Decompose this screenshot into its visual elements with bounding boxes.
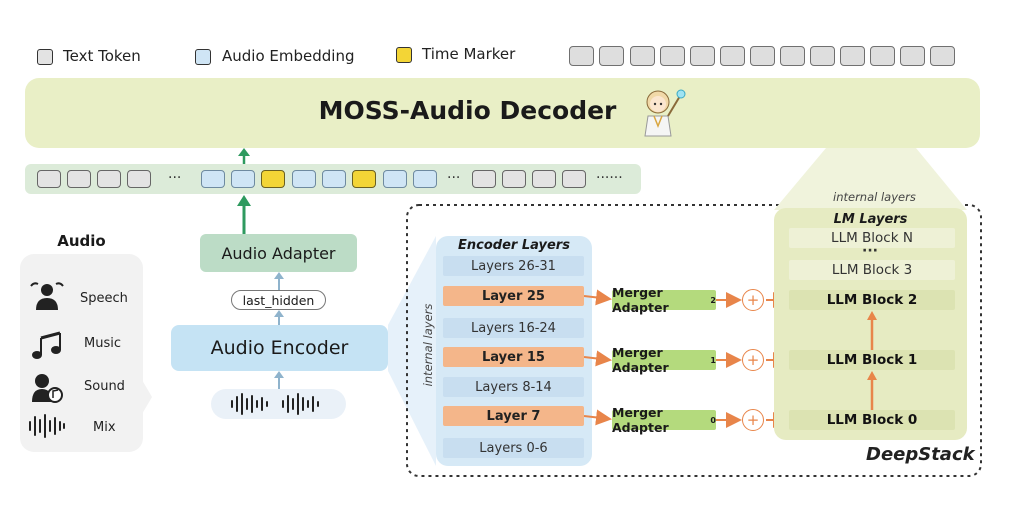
output-token — [870, 46, 895, 66]
legend-text-token-label: Text Token — [63, 47, 141, 65]
merger-adapter-label: Merger Adapter — [612, 405, 669, 435]
output-token — [900, 46, 925, 66]
encoder-layers-0-6: Layers 0-6 — [443, 438, 584, 458]
encoder-layers-26-31: Layers 26-31 — [443, 256, 584, 276]
token-ellipsis: ······ — [596, 170, 623, 186]
text-token — [67, 170, 91, 188]
output-token — [660, 46, 685, 66]
output-token — [810, 46, 835, 66]
legend-audio-embedding-swatch — [195, 49, 211, 65]
llm-block-n: LLM Block N — [789, 228, 955, 248]
deepstack-container — [406, 204, 982, 477]
legend-time-marker-label: Time Marker — [422, 45, 516, 63]
encoder-layer-15: Layer 15 — [443, 347, 584, 367]
encoder-internal-layers-label: internal layers — [421, 303, 435, 387]
text-token — [472, 170, 496, 188]
add-node-2: + — [742, 289, 764, 311]
add-node-0: + — [742, 409, 764, 431]
output-token — [780, 46, 805, 66]
output-token — [840, 46, 865, 66]
arrow-adapter-to-tokens — [237, 195, 251, 234]
output-token — [750, 46, 775, 66]
token-ellipsis: ··· — [168, 170, 182, 186]
decoder-expansion-wedge — [774, 148, 967, 210]
text-token — [562, 170, 586, 188]
llm-up-arrows — [867, 311, 877, 410]
output-token — [599, 46, 624, 66]
arrow-lasthidden-to-adapter — [274, 272, 284, 290]
legend-audio-embedding-label: Audio Embedding — [222, 47, 355, 65]
arrow-to-decoder — [238, 148, 250, 165]
sound-icon — [32, 374, 63, 403]
encoder-layers-title: Encoder Layers — [458, 238, 570, 253]
decoder-block: MOSS-Audio Decoder — [25, 78, 980, 148]
arrow-wave-to-encoder — [274, 371, 284, 389]
arrow-encoder-to-lasthidden — [274, 310, 284, 326]
music-icon — [32, 331, 61, 359]
merger-adapter-label: Merger Adapter — [612, 285, 669, 315]
output-token — [720, 46, 745, 66]
text-token — [127, 170, 151, 188]
text-token — [532, 170, 556, 188]
text-token — [97, 170, 121, 188]
encoder-expansion-wedge — [388, 236, 436, 466]
legend-text-token-swatch — [37, 49, 53, 65]
audio-embedding-token — [201, 170, 225, 188]
audio-embedding-token — [231, 170, 255, 188]
encoder-layer-7: Layer 7 — [443, 406, 584, 426]
llm-block-3: LLM Block 3 — [789, 260, 955, 280]
encoder-layers-16-24: Layers 16-24 — [443, 318, 584, 338]
audio-embedding-token — [292, 170, 316, 188]
waveform-input — [211, 389, 346, 419]
time-marker-token — [261, 170, 285, 188]
audio-panel-pointer — [142, 380, 152, 414]
llm-ellipsis: ··· — [862, 243, 878, 259]
merger-adapter-index: 0 — [710, 415, 716, 425]
text-token — [502, 170, 526, 188]
merger-adapter-2: Merger Adapter 2 — [612, 285, 716, 315]
encoder-layers-8-14: Layers 8-14 — [443, 377, 584, 397]
merger-adapter-label: Merger Adapter — [612, 345, 669, 375]
output-token — [690, 46, 715, 66]
llm-layers-title: LM Layers — [833, 212, 908, 227]
audio-embedding-token — [322, 170, 346, 188]
audio-item-sound: Sound — [84, 379, 125, 394]
legend-time-marker-swatch — [396, 47, 412, 63]
audio-encoder-block: Audio Encoder — [171, 325, 388, 371]
deepstack-label: DeepStack — [866, 444, 975, 465]
output-token — [930, 46, 955, 66]
audio-adapter-block: Audio Adapter — [200, 234, 357, 272]
mix-icon — [29, 414, 65, 438]
audio-item-mix: Mix — [93, 420, 116, 435]
output-token — [569, 46, 594, 66]
merger-adapter-index: 1 — [710, 355, 716, 365]
audio-embedding-token — [413, 170, 437, 188]
waveform-icon — [231, 393, 319, 415]
time-marker-token — [352, 170, 376, 188]
audio-panel-title: Audio — [57, 232, 106, 250]
llm-block-0: LLM Block 0 — [789, 410, 955, 430]
audio-item-speech: Speech — [80, 291, 128, 306]
decoder-title: MOSS-Audio Decoder — [318, 96, 617, 125]
add-node-1: + — [742, 349, 764, 371]
audio-embedding-token — [383, 170, 407, 188]
merger-adapter-1: Merger Adapter 1 — [612, 345, 716, 375]
token-ellipsis: ··· — [447, 170, 461, 186]
llm-block-1: LLM Block 1 — [789, 350, 955, 370]
audio-item-music: Music — [84, 336, 121, 351]
last-hidden-label: last_hidden — [231, 290, 326, 310]
llm-block-2: LLM Block 2 — [789, 290, 955, 310]
text-token — [37, 170, 61, 188]
speech-icon — [30, 282, 64, 310]
mascot-icon — [644, 89, 686, 137]
output-token — [630, 46, 655, 66]
merger-adapter-index: 2 — [710, 295, 716, 305]
merger-adapter-0: Merger Adapter 0 — [612, 405, 716, 435]
encoder-layer-25: Layer 25 — [443, 286, 584, 306]
llm-internal-layers-label: internal layers — [833, 190, 916, 204]
